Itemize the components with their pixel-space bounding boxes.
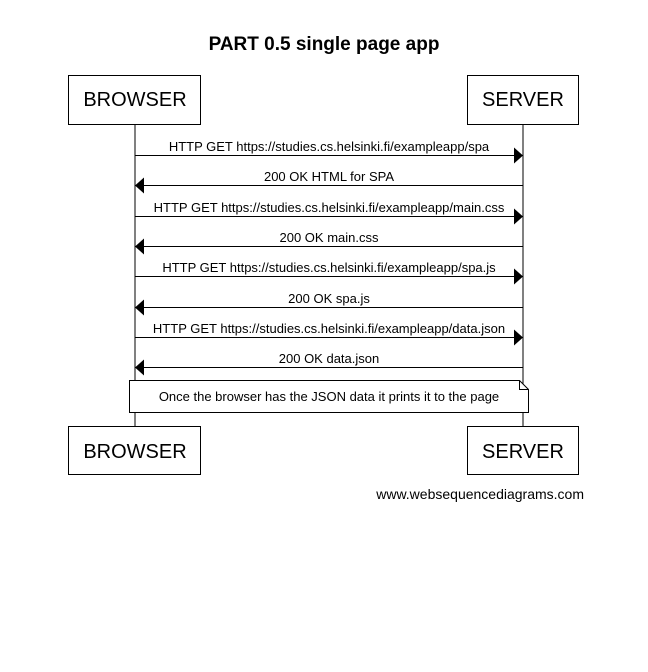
note-fold xyxy=(519,380,529,390)
arrowhead xyxy=(514,147,523,164)
message-label: 200 OK HTML for SPA xyxy=(264,169,394,184)
message-label: HTTP GET https://studies.cs.helsinki.fi/… xyxy=(162,260,496,275)
message-8: 200 OK data.json xyxy=(135,351,523,376)
arrowhead xyxy=(514,268,523,285)
arrowhead xyxy=(514,329,523,346)
actor-server-top-label: SERVER xyxy=(482,89,564,111)
note-box xyxy=(129,380,529,413)
message-2: 200 OK HTML for SPA xyxy=(135,169,523,194)
message-label: HTTP GET https://studies.cs.helsinki.fi/… xyxy=(154,200,505,215)
message-label: 200 OK data.json xyxy=(279,351,379,366)
arrowhead xyxy=(135,299,144,316)
actor-browser-top-label: BROWSER xyxy=(83,89,186,111)
actor-server-top: SERVER xyxy=(467,75,579,125)
message-3: HTTP GET https://studies.cs.helsinki.fi/… xyxy=(135,200,523,225)
actor-server-bottom: SERVER xyxy=(467,426,579,475)
actor-browser-bottom: BROWSER xyxy=(68,426,201,475)
arrowhead xyxy=(514,208,523,225)
message-4: 200 OK main.css xyxy=(135,230,523,255)
message-label: 200 OK spa.js xyxy=(288,291,370,306)
message-6: 200 OK spa.js xyxy=(135,291,523,316)
message-5: HTTP GET https://studies.cs.helsinki.fi/… xyxy=(135,260,523,285)
arrowhead xyxy=(135,238,144,255)
message-1: HTTP GET https://studies.cs.helsinki.fi/… xyxy=(135,139,523,164)
note-text: Once the browser has the JSON data it pr… xyxy=(159,389,499,404)
message-7: HTTP GET https://studies.cs.helsinki.fi/… xyxy=(135,321,523,346)
message-label: HTTP GET https://studies.cs.helsinki.fi/… xyxy=(169,139,490,154)
messages: HTTP GET https://studies.cs.helsinki.fi/… xyxy=(135,139,523,376)
actor-server-bottom-label: SERVER xyxy=(482,441,564,463)
footer-credit: www.websequencediagrams.com xyxy=(375,486,584,502)
message-label: 200 OK main.css xyxy=(280,230,379,245)
diagram-title: PART 0.5 single page app xyxy=(209,34,440,55)
message-label: HTTP GET https://studies.cs.helsinki.fi/… xyxy=(153,321,505,336)
arrowhead xyxy=(135,359,144,376)
arrowhead xyxy=(135,177,144,194)
note: Once the browser has the JSON data it pr… xyxy=(129,380,529,413)
actor-browser-top: BROWSER xyxy=(68,75,201,125)
actor-browser-bottom-label: BROWSER xyxy=(83,441,186,463)
